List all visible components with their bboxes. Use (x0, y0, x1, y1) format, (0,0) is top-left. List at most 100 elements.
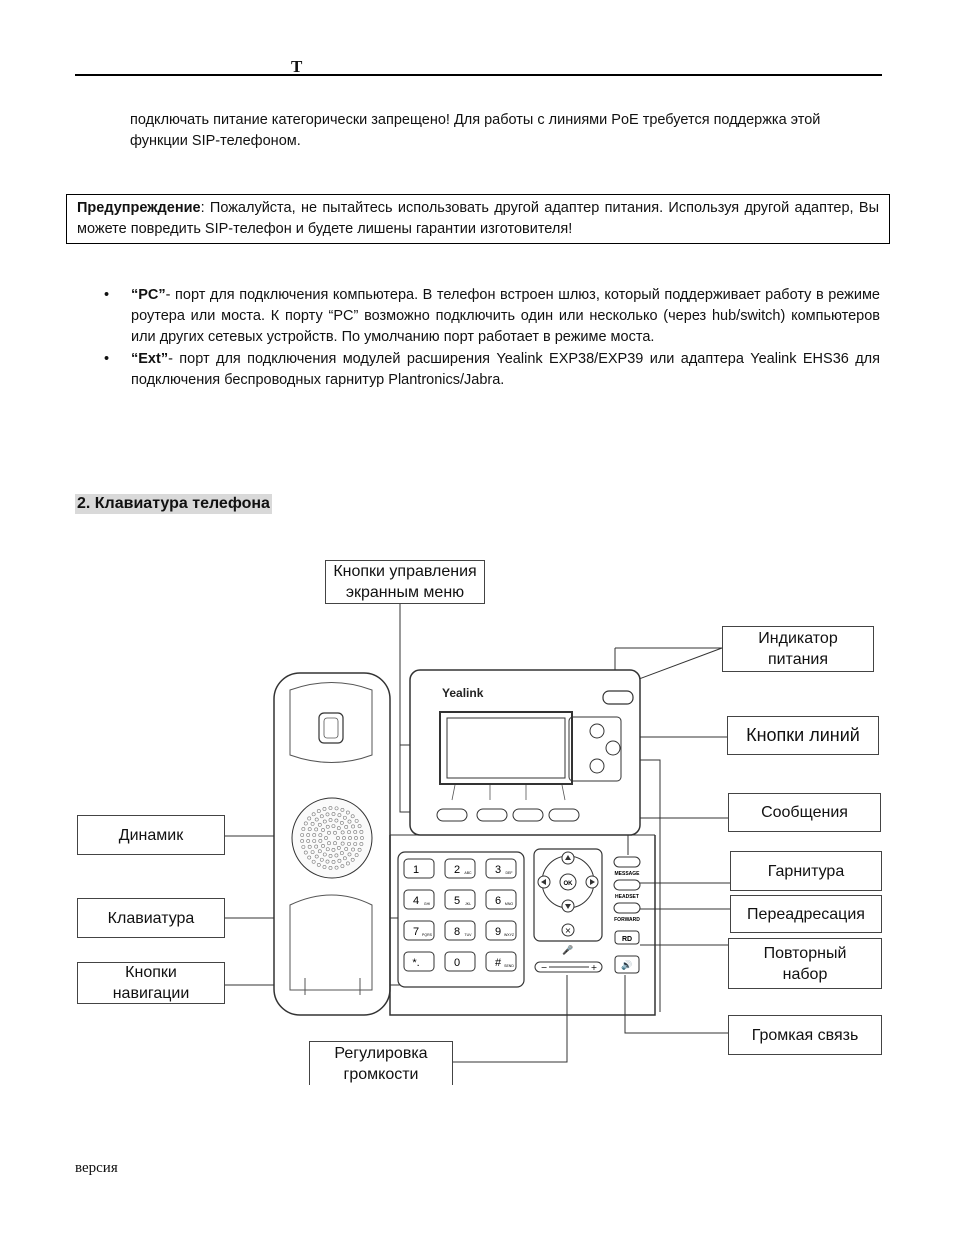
keypad-key-letters: WXYZ (504, 933, 515, 937)
grille-hole (339, 851, 344, 855)
grille-hole (354, 836, 358, 840)
bullet-term: “PC” (131, 287, 166, 303)
keypad-key[interactable] (485, 920, 517, 941)
keypad-key[interactable] (444, 920, 476, 941)
grille-hole (353, 842, 358, 846)
grille-hole (337, 813, 342, 818)
grille-hole (359, 830, 364, 834)
cancel-button[interactable] (561, 923, 575, 937)
grille-hole (333, 841, 337, 846)
headset-button[interactable] (613, 879, 641, 891)
grille-hole (336, 836, 340, 840)
keypad-key[interactable] (444, 889, 476, 910)
grille-hole (348, 836, 352, 840)
grille-hole (340, 864, 345, 869)
speaker-grille (291, 797, 373, 879)
softkey-1[interactable] (436, 808, 468, 822)
grille-hole (344, 847, 349, 851)
grille-hole (319, 857, 324, 862)
keypad-key-letters: PQRS (422, 933, 433, 937)
keypad-key-letters: GHI (424, 902, 430, 906)
grille-hole (316, 809, 321, 813)
keypad-key-label: 0 (454, 957, 460, 969)
line-key-1[interactable] (589, 723, 605, 739)
grille-hole (333, 830, 337, 835)
warning-label: Предупреждение (77, 200, 201, 216)
keypad-key-label: 9 (495, 926, 501, 938)
grille-hole (336, 845, 341, 850)
port-bullet-list: •“PC”- порт для подключения компьютера. … (104, 285, 880, 392)
grille-hole (319, 814, 324, 819)
keypad-key-letters: TUV (465, 933, 473, 937)
bullet-text: - порт для подключения модулей расширени… (131, 351, 880, 388)
redial-button[interactable] (614, 930, 640, 945)
ok-button[interactable] (559, 873, 577, 891)
softkey-4[interactable] (548, 808, 580, 822)
grille-hole (325, 812, 330, 817)
keypad-key[interactable] (403, 858, 435, 879)
grille-hole (357, 824, 362, 829)
grille-hole (328, 866, 333, 870)
keypad-key[interactable] (403, 920, 435, 941)
grille-hole (314, 817, 319, 822)
grille-hole (318, 833, 323, 838)
keypad-key[interactable] (403, 951, 435, 972)
keypad-key-label: 6 (495, 895, 501, 907)
grille-hole (334, 806, 339, 811)
grille-hole (316, 863, 321, 867)
grille-hole (331, 824, 336, 828)
grille-hole (307, 827, 312, 832)
line-key-3[interactable] (589, 758, 605, 774)
keypad-key-letters: JKL (465, 902, 471, 906)
grille-hole (322, 865, 327, 869)
headset-label: HEADSET (615, 894, 639, 900)
grille-hole (312, 839, 317, 843)
header-mark: T (291, 57, 303, 76)
grille-hole (314, 827, 319, 832)
line-key-2[interactable] (605, 740, 621, 756)
volume-minus-label: − (541, 963, 548, 972)
grille-hole (331, 848, 336, 852)
grille-hole (327, 830, 331, 835)
grille-hole (314, 854, 319, 859)
cancel-x-icon: × (565, 926, 572, 935)
callout-messages: Сообщения (728, 793, 881, 832)
grille-hole (340, 830, 345, 835)
grille-hole (310, 850, 315, 855)
grille-hole (325, 824, 330, 829)
keypad-key[interactable] (485, 951, 517, 972)
grille-hole (345, 861, 350, 866)
softkey-3[interactable] (512, 808, 544, 822)
grille-hole (325, 859, 330, 864)
forward-button[interactable] (613, 902, 641, 914)
grille-hole (357, 847, 362, 852)
keypad-key[interactable] (485, 858, 517, 879)
keypad-key-label: 1 (413, 864, 419, 876)
keypad-key[interactable] (403, 889, 435, 910)
grille-hole (347, 819, 352, 824)
grille-hole (339, 821, 344, 825)
speakerphone-button[interactable] (614, 955, 640, 974)
keypad-key[interactable] (444, 951, 476, 972)
warning-text: : Пожалуйста, не пытайтесь использовать … (77, 200, 879, 237)
grille-hole (321, 844, 325, 848)
keypad-key[interactable] (444, 858, 476, 879)
grille-hole (301, 845, 306, 849)
keypad-key-label: 4 (413, 895, 419, 907)
keypad-key[interactable] (485, 889, 517, 910)
message-button[interactable] (613, 856, 641, 868)
warning-box: Предупреждение: Пожалуйста, не пытайтесь… (66, 194, 890, 244)
hook-switch (318, 712, 344, 744)
grille-hole (340, 841, 345, 846)
keypad-key-label: 3 (495, 864, 501, 876)
grille-hole (328, 854, 333, 858)
grille-hole (337, 858, 342, 863)
grille-hole (334, 853, 339, 858)
softkey-2[interactable] (476, 808, 508, 822)
grille-hole (312, 833, 317, 837)
grille-hole (347, 841, 351, 846)
keypad-key-label: *. (412, 957, 419, 969)
